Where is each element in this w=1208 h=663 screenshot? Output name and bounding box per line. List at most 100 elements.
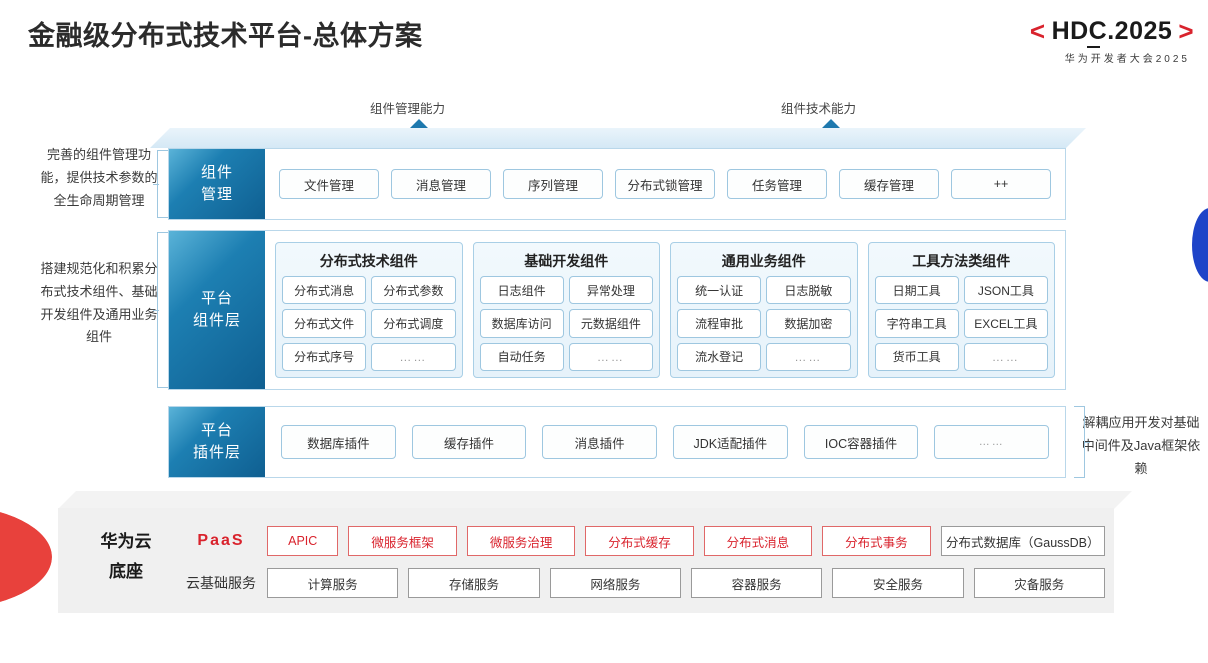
cell-distributed-schedule[interactable]: 分布式调度 bbox=[371, 309, 456, 338]
layer-label-plugin-line1: 平台 bbox=[200, 422, 233, 440]
chip-file-management[interactable]: 文件管理 bbox=[279, 169, 379, 199]
layer-body-component: 分布式技术组件 分布式消息 分布式参数 分布式文件 分布式调度 分布式序号 ……… bbox=[265, 231, 1065, 389]
group-tool-methods: 工具方法类组件 日期工具 JSON工具 字符串工具 EXCEL工具 货币工具 …… bbox=[867, 242, 1055, 378]
layer-label-management-line1: 组件 bbox=[200, 164, 233, 182]
group-basic-dev: 基础开发组件 日志组件 异常处理 数据库访问 元数据组件 自动任务 …… bbox=[472, 242, 660, 378]
cell-currency-tool[interactable]: 货币工具 bbox=[874, 342, 959, 371]
cell-auto-task[interactable]: 自动任务 bbox=[479, 342, 564, 371]
cell-more-basic-dev[interactable]: …… bbox=[568, 342, 653, 371]
pill-apic[interactable]: APIC bbox=[267, 526, 339, 556]
group-title-tool-methods: 工具方法类组件 bbox=[912, 253, 1011, 269]
chip-database-plugin[interactable]: 数据库插件 bbox=[281, 425, 396, 459]
cell-database-access[interactable]: 数据库访问 bbox=[479, 309, 564, 338]
chip-ioc-container-plugin[interactable]: IOC容器插件 bbox=[803, 425, 919, 459]
group-title-distributed-tech: 分布式技术组件 bbox=[319, 253, 418, 269]
group-title-common-business: 通用业务组件 bbox=[721, 253, 806, 269]
base-row-label-cloud: 云基础服务 bbox=[186, 575, 256, 591]
chip-distributed-lock-management[interactable]: 分布式锁管理 bbox=[615, 169, 715, 199]
layer-platform-plugins: 平台 插件层 数据库插件 缓存插件 消息插件 JDK适配插件 IOC容器插件 …… bbox=[168, 406, 1066, 478]
red-wedge-decoration-icon bbox=[0, 505, 52, 609]
cell-distributed-serial[interactable]: 分布式序号 bbox=[282, 342, 367, 371]
chip-sequence-management[interactable]: 序列管理 bbox=[503, 169, 603, 199]
page-title: 金融级分布式技术平台-总体方案 bbox=[28, 21, 423, 51]
base-title: 华为云 底座 bbox=[78, 527, 174, 587]
pill-distributed-transaction[interactable]: 分布式事务 bbox=[822, 526, 931, 556]
logo-underline-icon bbox=[1086, 46, 1100, 48]
pill-distributed-cache[interactable]: 分布式缓存 bbox=[585, 526, 694, 556]
annotation-left-management: 完善的组件管理功能，提供技术参数的全生命周期管理 bbox=[40, 147, 158, 208]
cell-distributed-file[interactable]: 分布式文件 bbox=[282, 309, 367, 338]
chip-task-management[interactable]: 任务管理 bbox=[727, 169, 827, 199]
pill-security-service[interactable]: 安全服务 bbox=[832, 568, 964, 598]
logo-right-bracket-icon: > bbox=[1178, 16, 1194, 46]
group-grid-basic-dev: 日志组件 异常处理 数据库访问 元数据组件 自动任务 …… bbox=[479, 276, 653, 371]
base-title-line2: 底座 bbox=[109, 561, 143, 581]
cell-string-tool[interactable]: 字符串工具 bbox=[874, 309, 959, 338]
cell-more-distributed-tech[interactable]: …… bbox=[371, 342, 456, 371]
layer-label-component-line2: 组件层 bbox=[192, 312, 241, 329]
base-title-line1: 华为云 bbox=[100, 532, 152, 551]
chip-cache-plugin[interactable]: 缓存插件 bbox=[411, 425, 527, 459]
chip-more-management[interactable]: ++ bbox=[951, 169, 1051, 199]
pill-compute-service[interactable]: 计算服务 bbox=[267, 568, 399, 598]
logo-text: HDC.2025 bbox=[1051, 17, 1173, 45]
blue-ellipse-decoration-icon bbox=[1192, 208, 1208, 282]
group-distributed-tech: 分布式技术组件 分布式消息 分布式参数 分布式文件 分布式调度 分布式序号 …… bbox=[275, 242, 463, 378]
cell-process-approval[interactable]: 流程审批 bbox=[677, 309, 762, 338]
cell-json-tool[interactable]: JSON工具 bbox=[963, 276, 1048, 305]
management-chip-row: 文件管理 消息管理 序列管理 分布式锁管理 任务管理 缓存管理 ++ bbox=[265, 169, 1065, 199]
bracket-management-layer bbox=[153, 150, 168, 218]
pill-distributed-database[interactable]: 分布式数据库（GaussDB） bbox=[940, 526, 1105, 556]
pill-microservice-framework[interactable]: 微服务框架 bbox=[348, 526, 457, 556]
pill-disaster-recovery-service[interactable]: 灾备服务 bbox=[973, 568, 1105, 598]
base-items-cloud: 计算服务 存储服务 网络服务 容器服务 安全服务 灾备服务 bbox=[267, 568, 1105, 598]
cell-exception-handling[interactable]: 异常处理 bbox=[568, 276, 653, 305]
chip-cache-management[interactable]: 缓存管理 bbox=[839, 169, 939, 199]
cell-transaction-record[interactable]: 流水登记 bbox=[677, 342, 762, 371]
pill-network-service[interactable]: 网络服务 bbox=[549, 568, 681, 598]
bracket-component-layer bbox=[153, 232, 168, 388]
layer-label-management-line2: 管理 bbox=[200, 186, 233, 203]
logo-left-bracket-icon: < bbox=[1029, 16, 1046, 46]
bracket-plugin-layer bbox=[1074, 406, 1090, 478]
layer-body-plugin: 数据库插件 缓存插件 消息插件 JDK适配插件 IOC容器插件 …… bbox=[265, 407, 1065, 477]
layer-component-management: 组件 管理 文件管理 消息管理 序列管理 分布式锁管理 任务管理 缓存管理 ++ bbox=[168, 148, 1066, 220]
pill-microservice-governance[interactable]: 微服务治理 bbox=[466, 526, 576, 556]
plugin-chip-row: 数据库插件 缓存插件 消息插件 JDK适配插件 IOC容器插件 …… bbox=[265, 425, 1065, 459]
base-row-paas: PaaS APIC 微服务框架 微服务治理 分布式缓存 分布式消息 分布式事务 … bbox=[175, 524, 1105, 558]
group-grid-common-business: 统一认证 日志脱敏 流程审批 数据加密 流水登记 …… bbox=[677, 276, 851, 371]
chip-jdk-adapter-plugin[interactable]: JDK适配插件 bbox=[673, 425, 788, 459]
layer-label-component: 平台 组件层 bbox=[169, 231, 265, 389]
cell-distributed-message[interactable]: 分布式消息 bbox=[282, 276, 367, 305]
base-row-cloud: 云基础服务 计算服务 存储服务 网络服务 容器服务 安全服务 灾备服务 bbox=[175, 566, 1105, 600]
chip-message-management[interactable]: 消息管理 bbox=[391, 169, 491, 199]
layer-label-plugin: 平台 插件层 bbox=[169, 407, 265, 477]
pill-storage-service[interactable]: 存储服务 bbox=[408, 568, 540, 598]
layer-body-management: 文件管理 消息管理 序列管理 分布式锁管理 任务管理 缓存管理 ++ bbox=[265, 149, 1065, 219]
cell-more-common-business[interactable]: …… bbox=[766, 342, 851, 371]
layer-label-component-line1: 平台 bbox=[200, 290, 233, 308]
cell-log-desensitization[interactable]: 日志脱敏 bbox=[766, 276, 851, 305]
annotation-right-decoupling: 解耦应用开发对基础中间件及Java框架依赖 bbox=[1081, 415, 1201, 476]
chip-more-plugin[interactable]: …… bbox=[934, 425, 1050, 459]
pill-distributed-message[interactable]: 分布式消息 bbox=[703, 526, 813, 556]
cell-more-tool-methods[interactable]: …… bbox=[963, 342, 1048, 371]
cell-data-encryption[interactable]: 数据加密 bbox=[766, 309, 851, 338]
cell-excel-tool[interactable]: EXCEL工具 bbox=[963, 309, 1048, 338]
cell-date-tool[interactable]: 日期工具 bbox=[874, 276, 959, 305]
cell-unified-auth[interactable]: 统一认证 bbox=[677, 276, 762, 305]
cell-metadata-component[interactable]: 元数据组件 bbox=[568, 309, 653, 338]
arrow-label-management: 组件管理能力 bbox=[370, 102, 446, 116]
group-grid-tool-methods: 日期工具 JSON工具 字符串工具 EXCEL工具 货币工具 …… bbox=[874, 276, 1048, 371]
cell-distributed-param[interactable]: 分布式参数 bbox=[371, 276, 456, 305]
logo-subtitle: 华为开发者大会2025 bbox=[1064, 54, 1190, 65]
container-top-face bbox=[150, 128, 1086, 148]
base-items-paas: APIC 微服务框架 微服务治理 分布式缓存 分布式消息 分布式事务 分布式数据… bbox=[267, 526, 1105, 556]
hdc-logo: < HDC.2025 > 华为开发者大会2025 bbox=[914, 16, 1194, 65]
arrow-label-technology: 组件技术能力 bbox=[781, 102, 857, 116]
base-top-face bbox=[58, 491, 1132, 509]
layer-platform-components: 平台 组件层 分布式技术组件 分布式消息 分布式参数 分布式文件 分布式调度 分… bbox=[168, 230, 1066, 390]
cell-log-component[interactable]: 日志组件 bbox=[479, 276, 564, 305]
chip-message-plugin[interactable]: 消息插件 bbox=[542, 425, 658, 459]
pill-container-service[interactable]: 容器服务 bbox=[690, 568, 823, 598]
